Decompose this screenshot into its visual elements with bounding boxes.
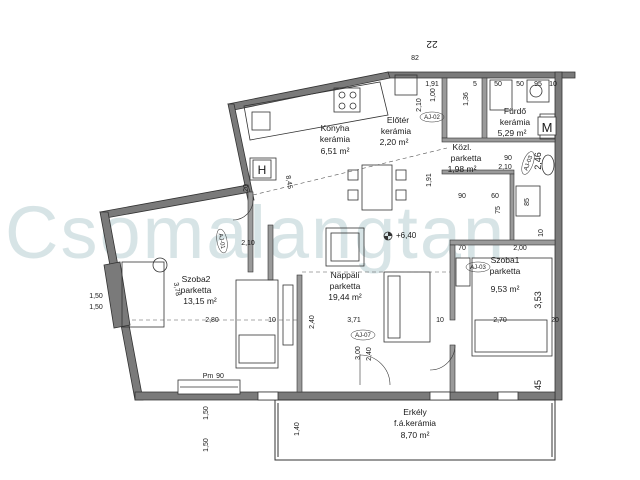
svg-text:1,50: 1,50 bbox=[203, 438, 210, 452]
furniture bbox=[121, 74, 556, 369]
windows bbox=[177, 379, 519, 401]
svg-text:90: 90 bbox=[216, 373, 224, 380]
svg-text:60: 60 bbox=[491, 193, 499, 200]
erkely-name: Erkély bbox=[403, 407, 427, 417]
konyha-name: Konyha bbox=[321, 123, 350, 133]
svg-text:10: 10 bbox=[538, 229, 545, 237]
tag-aj01: AJ-01 bbox=[217, 233, 226, 250]
szoba1-area: 9,53 m² bbox=[491, 284, 520, 294]
svg-text:2,70: 2,70 bbox=[493, 317, 507, 324]
svg-text:10: 10 bbox=[268, 317, 276, 324]
svg-text:2,40: 2,40 bbox=[309, 315, 316, 329]
svg-text:1,50: 1,50 bbox=[203, 406, 210, 420]
eloter-area: 2,20 m² bbox=[380, 137, 409, 147]
eloter-floor: kerámia bbox=[381, 126, 412, 136]
szoba2-name: Szoba2 bbox=[182, 274, 211, 284]
svg-text:10: 10 bbox=[549, 81, 557, 88]
konyha-floor: kerámia bbox=[320, 134, 351, 144]
svg-text:1,00: 1,00 bbox=[430, 88, 437, 102]
konyha-area: 6,51 m² bbox=[321, 146, 350, 156]
nappali-floor: parketta bbox=[330, 281, 361, 291]
tag-aj03-bath: AJ-03 bbox=[523, 154, 534, 171]
level-marker: +6,40 bbox=[383, 231, 417, 241]
svg-text:3,78: 3,78 bbox=[172, 282, 181, 297]
tag-aj02: AJ-02 bbox=[424, 115, 440, 121]
kozl-area: 1,98 m² bbox=[448, 164, 477, 174]
erkely-area: 8,70 m² bbox=[401, 430, 430, 440]
svg-text:20: 20 bbox=[243, 184, 250, 192]
svg-text:90: 90 bbox=[504, 155, 512, 162]
symbols: H M bbox=[252, 116, 557, 179]
inner-walls bbox=[247, 77, 556, 393]
svg-text:20: 20 bbox=[551, 317, 559, 324]
svg-text:3,00: 3,00 bbox=[355, 346, 362, 360]
svg-text:2,80: 2,80 bbox=[205, 317, 219, 324]
furdo-area: 5,29 m² bbox=[498, 128, 527, 138]
bath-symbol: M bbox=[542, 120, 553, 135]
svg-text:10: 10 bbox=[436, 317, 444, 324]
svg-text:95: 95 bbox=[534, 81, 542, 88]
svg-text:82: 82 bbox=[411, 55, 419, 62]
kozl-name: Közl. bbox=[453, 142, 472, 152]
svg-text:2,10: 2,10 bbox=[416, 98, 423, 112]
svg-text:2,00: 2,00 bbox=[513, 245, 527, 252]
dimensions-right: 2,10 1,00 1,36 90 2,46 2,10 1,91 90 60 7… bbox=[416, 88, 559, 390]
svg-text:3,71: 3,71 bbox=[347, 317, 361, 324]
kozl-floor: parketta bbox=[451, 153, 482, 163]
svg-text:50: 50 bbox=[516, 81, 524, 88]
level-value: +6,40 bbox=[396, 231, 417, 240]
svg-text:1,50: 1,50 bbox=[89, 304, 103, 311]
balcony bbox=[274, 399, 556, 461]
szoba1-name: Szoba1 bbox=[491, 255, 520, 265]
door-tags: AJ-02 AJ-03 AJ-03 AJ-01 AJ-07 bbox=[216, 111, 535, 341]
svg-text:50: 50 bbox=[494, 81, 502, 88]
erkely-floor: f.á.kerámia bbox=[394, 418, 436, 428]
dimensions-left: 20 8,45 2,10 3,78 1,50 1,50 2,80 10 2,40… bbox=[89, 175, 444, 452]
svg-text:75: 75 bbox=[495, 206, 502, 214]
svg-text:1,50: 1,50 bbox=[89, 293, 103, 300]
szoba2-area: 13,15 m² bbox=[183, 296, 217, 306]
tag-aj03-szoba1: AJ-03 bbox=[470, 265, 486, 271]
hood-symbol: H bbox=[258, 163, 267, 177]
svg-text:1,40: 1,40 bbox=[294, 422, 301, 436]
svg-text:5: 5 bbox=[473, 81, 477, 88]
svg-text:8,45: 8,45 bbox=[284, 175, 293, 190]
svg-text:1,91: 1,91 bbox=[426, 173, 433, 187]
pm-label: Pm bbox=[203, 373, 214, 380]
svg-text:3,53: 3,53 bbox=[533, 291, 543, 309]
nappali-area: 19,44 m² bbox=[328, 292, 362, 302]
watermark-text: Csomalangtan bbox=[5, 191, 506, 274]
svg-text:2,46: 2,46 bbox=[533, 152, 543, 170]
svg-text:45: 45 bbox=[533, 380, 543, 390]
svg-text:2,10: 2,10 bbox=[241, 240, 255, 247]
zone-dividers bbox=[132, 147, 450, 321]
svg-text:22: 22 bbox=[426, 38, 438, 49]
dimensions-top: 82 22 1,91 5 50 50 95 10 bbox=[411, 38, 557, 88]
svg-text:70: 70 bbox=[458, 245, 466, 252]
nappali-name: Nappali bbox=[331, 270, 360, 280]
eloter-name: Előtér bbox=[387, 115, 409, 125]
szoba2-floor: parketta bbox=[181, 285, 212, 295]
door-swings bbox=[232, 199, 456, 386]
svg-text:1,36: 1,36 bbox=[463, 92, 470, 106]
svg-text:1,91: 1,91 bbox=[425, 81, 439, 88]
furdo-floor: kerámia bbox=[500, 117, 531, 127]
svg-text:2,40: 2,40 bbox=[366, 347, 373, 361]
svg-text:85: 85 bbox=[524, 198, 531, 206]
furdo-name: Fürdő bbox=[504, 106, 526, 116]
svg-text:2,10: 2,10 bbox=[498, 164, 512, 171]
svg-text:90: 90 bbox=[458, 193, 466, 200]
room-labels: Konyha kerámia 6,51 m² Előtér kerámia 2,… bbox=[181, 106, 531, 440]
tag-aj07: AJ-07 bbox=[355, 333, 371, 339]
szoba1-floor: parketta bbox=[490, 266, 521, 276]
